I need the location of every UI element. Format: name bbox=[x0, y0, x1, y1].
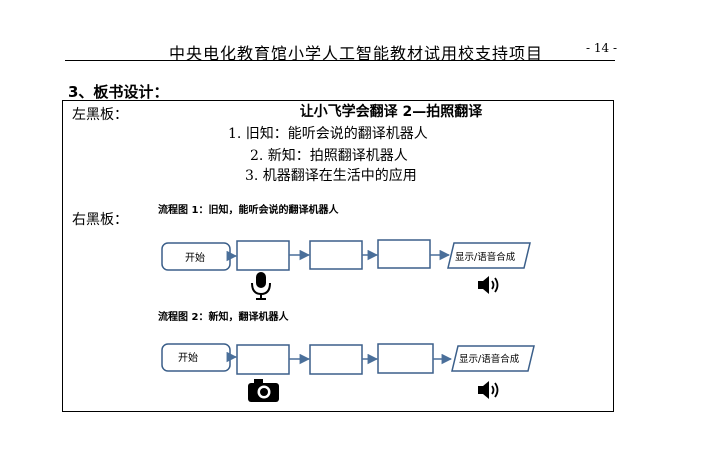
page-header-title: 中央电化教育馆小学人工智能教材试用校支持项目 bbox=[168, 44, 543, 63]
flowchart-2-start-label: 开始 bbox=[178, 351, 198, 364]
flowchart-1-step-1 bbox=[236, 240, 290, 271]
right-board-label: 右黑板： bbox=[72, 212, 128, 228]
speaker-icon bbox=[478, 381, 499, 399]
flowchart-2-step-3 bbox=[377, 343, 434, 374]
board-line-2: 2. 新知：拍照翻译机器人 bbox=[250, 148, 408, 164]
board-line-3: 3. 机器翻译在生活中的应用 bbox=[245, 168, 417, 184]
microphone-icon bbox=[251, 272, 271, 300]
blackboard-frame bbox=[62, 100, 614, 412]
flowchart-2-step-2 bbox=[309, 344, 363, 375]
flowchart-1-step-3 bbox=[377, 239, 431, 269]
flowchart-1-output bbox=[447, 242, 531, 269]
left-board-label: 左黑板： bbox=[72, 107, 128, 123]
flowchart-2-output-label: 显示/语音合成 bbox=[459, 353, 520, 365]
flowchart-1-output-label: 显示/语音合成 bbox=[455, 251, 516, 263]
section-title: 3、板书设计： bbox=[68, 83, 169, 101]
camera-icon bbox=[248, 379, 279, 402]
flowchart-2-step-1 bbox=[236, 344, 290, 375]
flowchart-2: 开始 显示/语音合成 bbox=[161, 343, 535, 402]
flowchart-1-start-label: 开始 bbox=[185, 251, 205, 264]
flowchart-1: 开始 显示/语音合成 bbox=[161, 239, 531, 300]
page-number: - 14 - bbox=[586, 41, 618, 55]
speaker-icon bbox=[478, 276, 499, 294]
flowchart-1-step-2 bbox=[309, 240, 363, 270]
header-rule bbox=[65, 60, 615, 61]
board-title: 让小飞学会翻译 2—拍照翻译 bbox=[299, 104, 483, 120]
flowchart-1-caption: 流程图 1：旧知，能听会说的翻译机器人 bbox=[158, 205, 339, 216]
board-line-1: 1. 旧知：能听会说的翻译机器人 bbox=[228, 126, 428, 142]
flowchart-2-output bbox=[451, 345, 535, 372]
flowchart-2-caption: 流程图 2：新知，翻译机器人 bbox=[158, 312, 289, 323]
